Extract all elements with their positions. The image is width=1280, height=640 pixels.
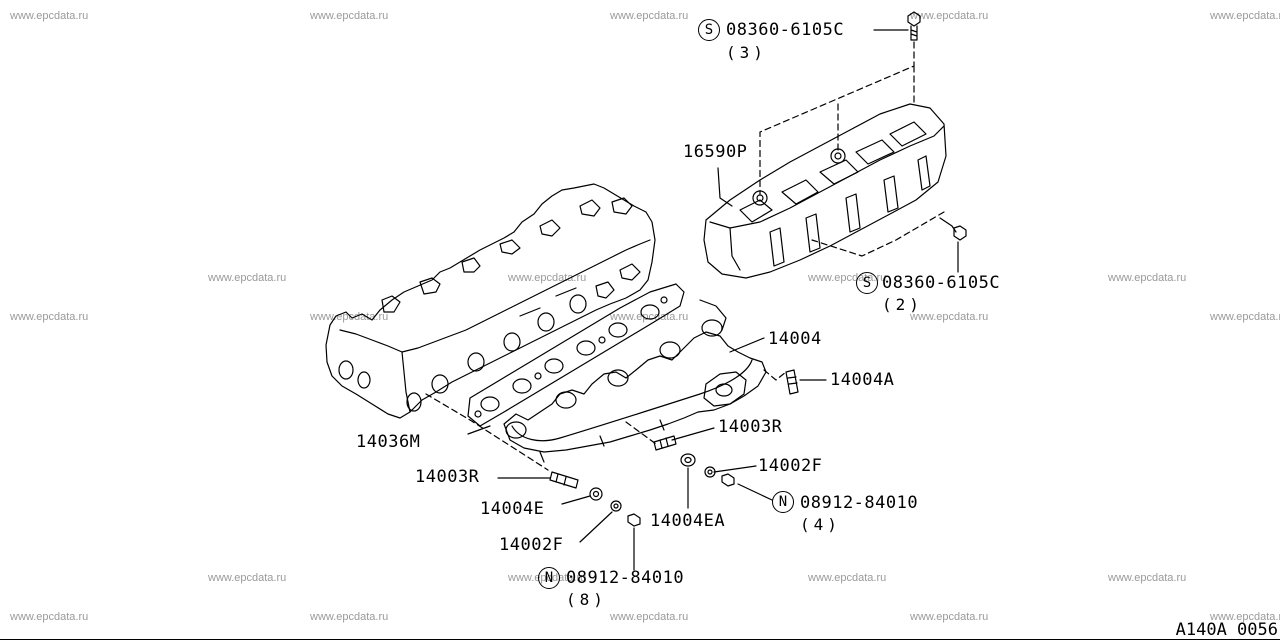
watermark: www.epcdata.ru (208, 272, 287, 284)
alignment-lines (425, 41, 945, 471)
quantity-bolt-top: (3) (726, 43, 767, 62)
watermark: www.epcdata.ru (208, 572, 287, 584)
washer-14002f-left-drawing (610, 500, 622, 512)
part-label-nut-right[interactable]: 08912-84010 (800, 493, 919, 513)
cylinder-head (325, 183, 656, 419)
manifold-gasket (467, 283, 685, 427)
part-label-cover[interactable]: 16590P (683, 142, 748, 162)
quantity-nut-bottom: (8) (566, 590, 607, 609)
heat-shield-cover (703, 103, 947, 279)
diagram-reference: A140A 0056 (1175, 620, 1278, 640)
watermark: www.epcdata.ru (508, 272, 587, 284)
watermark: www.epcdata.ru (1108, 572, 1187, 584)
quantity-bolt-right: (2) (882, 295, 923, 314)
bolt-top-drawing (907, 11, 921, 41)
exhaust-manifold (503, 299, 767, 463)
watermark: www.epcdata.ru (910, 311, 989, 323)
nut-right-drawing (721, 473, 735, 487)
part-label-spacer-ea[interactable]: 14004EA (650, 511, 726, 531)
part-label-stud-r-lower[interactable]: 14003R (415, 467, 480, 487)
watermark: www.epcdata.ru (910, 611, 989, 623)
watermark: www.epcdata.ru (310, 10, 389, 22)
standard-part-symbol: S (698, 19, 720, 41)
stud-14003r-lower-drawing (549, 471, 579, 489)
leader-lines (467, 29, 959, 571)
stud-14003r-upper-drawing (653, 435, 677, 451)
watermark: www.epcdata.ru (610, 10, 689, 22)
stud-14004a-drawing (785, 369, 799, 395)
part-label-manifold[interactable]: 14004 (768, 329, 822, 349)
part-label-nut-bottom[interactable]: 08912-84010 (566, 568, 685, 588)
watermark: www.epcdata.ru (310, 611, 389, 623)
standard-part-symbol: N (538, 567, 560, 589)
watermark: www.epcdata.ru (1210, 311, 1280, 323)
standard-part-symbol: N (772, 491, 794, 513)
part-label-stud-a[interactable]: 14004A (830, 370, 895, 390)
standard-part-symbol: S (856, 272, 878, 294)
part-label-bolt-right[interactable]: 08360-6105C (882, 273, 1001, 293)
spacer-14004e-drawing (589, 487, 603, 501)
watermark: www.epcdata.ru (910, 10, 989, 22)
watermark: www.epcdata.ru (310, 311, 389, 323)
spacer-14004ea-drawing (680, 453, 696, 467)
watermark: www.epcdata.ru (10, 10, 89, 22)
bolt-right-drawing (939, 217, 967, 241)
watermark: www.epcdata.ru (808, 572, 887, 584)
quantity-nut-right: (4) (800, 515, 841, 534)
watermark: www.epcdata.ru (1108, 272, 1187, 284)
nut-bottom-drawing (627, 513, 641, 527)
part-label-bolt-top[interactable]: 08360-6105C (726, 20, 845, 40)
watermark: www.epcdata.ru (610, 611, 689, 623)
watermark: www.epcdata.ru (1210, 611, 1280, 623)
watermark: www.epcdata.ru (10, 611, 89, 623)
watermark: www.epcdata.ru (610, 311, 689, 323)
part-label-gasket[interactable]: 14036M (356, 432, 421, 452)
part-label-washer-f-left[interactable]: 14002F (499, 535, 564, 555)
part-label-spacer-e[interactable]: 14004E (480, 499, 545, 519)
part-label-stud-r-upper[interactable]: 14003R (718, 417, 783, 437)
part-label-washer-f-right[interactable]: 14002F (758, 456, 823, 476)
watermark: www.epcdata.ru (10, 311, 89, 323)
watermark: www.epcdata.ru (1210, 10, 1280, 22)
